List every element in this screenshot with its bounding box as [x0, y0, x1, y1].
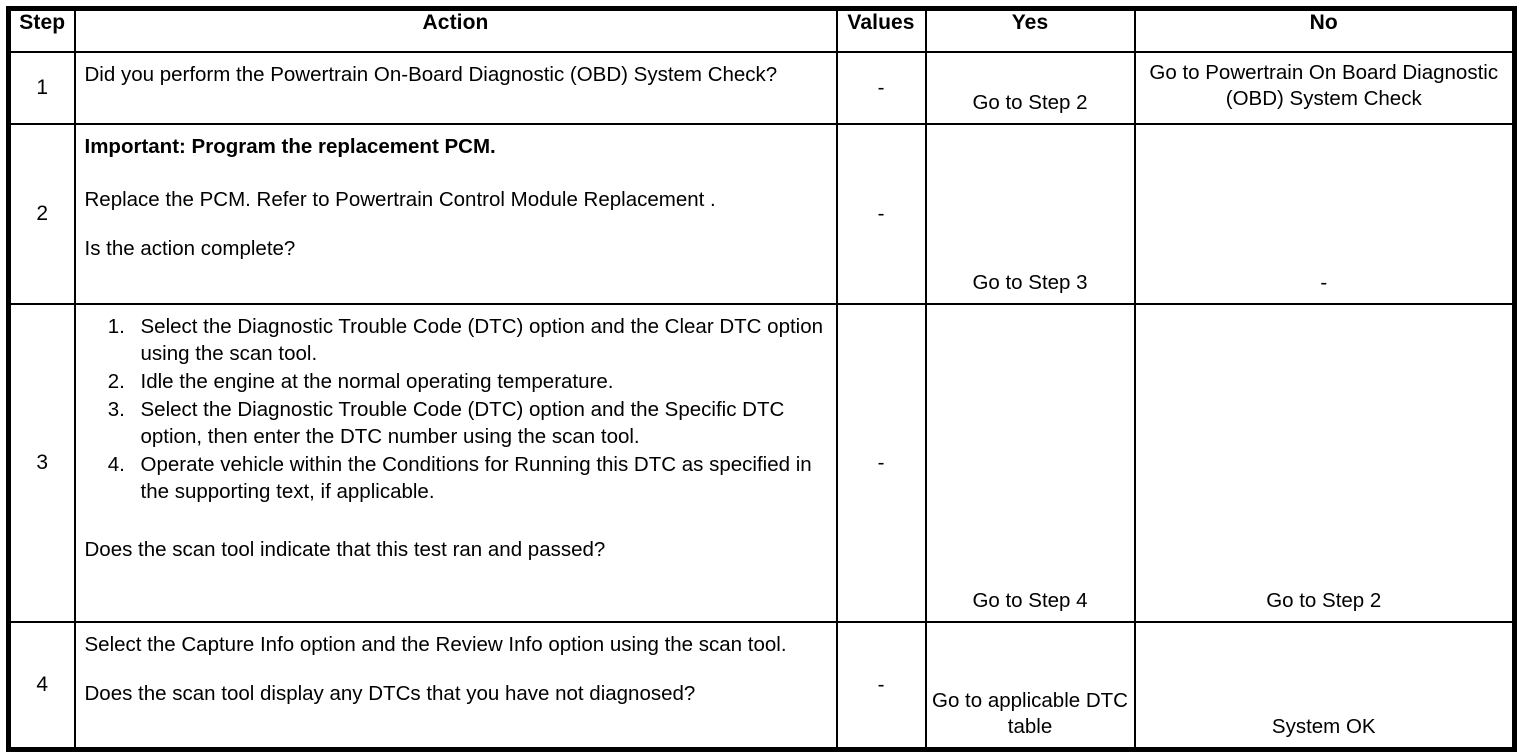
values-cell: -	[835, 621, 927, 751]
step-number: 1	[36, 76, 49, 100]
column-header-no: No	[1133, 7, 1516, 53]
no-action-text: Go to Step 2	[1266, 588, 1382, 612]
column-header-action: Action	[73, 7, 838, 53]
yes-cell: Go to Step 2	[924, 51, 1136, 125]
yes-cell: Go to Step 3	[924, 123, 1136, 305]
action-cell: Did you perform the Powertrain On-Board …	[73, 51, 838, 125]
no-cell: Go to Powertrain On Board Diagnostic (OB…	[1133, 51, 1516, 125]
action-cell: Select the Capture Info option and the R…	[73, 621, 838, 751]
yes-cell: Go to Step 4	[924, 303, 1136, 623]
step-number: 2	[36, 202, 49, 226]
spacer	[85, 160, 828, 186]
step-number: 3	[36, 451, 49, 475]
step-cell: 3	[7, 303, 76, 623]
table-body: 1 Did you perform the Powertrain On-Boar…	[7, 51, 1516, 751]
action-important-note: Important: Program the replacement PCM.	[84, 135, 496, 158]
no-action-text: System OK	[1271, 714, 1376, 738]
no-action-text: -	[1320, 270, 1328, 294]
values-cell: -	[835, 303, 927, 623]
table-row: 3 Select the Diagnostic Trouble Code (DT…	[7, 303, 1516, 623]
step-cell: 4	[7, 621, 76, 751]
diagnostic-procedure-table: Step Action Values Yes No 1 Did you perf…	[6, 6, 1517, 752]
no-action-text: Go to Powertrain On Board Diagnostic (OB…	[1149, 61, 1499, 111]
spacer	[85, 213, 828, 235]
header-row: Step Action Values Yes No	[7, 7, 1516, 53]
table-header: Step Action Values Yes No	[7, 7, 1516, 53]
action-question-text: Does the scan tool indicate that this te…	[84, 538, 606, 562]
step-cell: 1	[7, 51, 76, 125]
column-header-yes: Yes	[924, 7, 1136, 53]
values-text: -	[877, 202, 885, 226]
values-text: -	[877, 673, 885, 697]
list-item: Operate vehicle within the Conditions fo…	[131, 451, 828, 505]
action-body-text: Select the Capture Info option and the R…	[84, 633, 787, 656]
no-cell: Go to Step 2	[1133, 303, 1516, 623]
table-row: 2 Important: Program the replacement PCM…	[7, 123, 1516, 305]
list-item: Select the Diagnostic Trouble Code (DTC)…	[131, 396, 828, 450]
values-text: -	[877, 76, 885, 100]
list-item: Select the Diagnostic Trouble Code (DTC)…	[131, 313, 828, 367]
column-header-values: Values	[835, 7, 927, 53]
values-cell: -	[835, 51, 927, 125]
step-number: 4	[36, 673, 49, 697]
action-question-text: Is the action complete?	[84, 237, 296, 261]
action-cell: Important: Program the replacement PCM. …	[73, 123, 838, 305]
values-text: -	[877, 451, 885, 475]
action-body-text: Replace the PCM. Refer to Powertrain Con…	[84, 188, 716, 212]
table-row: 1 Did you perform the Powertrain On-Boar…	[7, 51, 1516, 125]
spacer	[85, 506, 828, 536]
no-cell: System OK	[1133, 621, 1516, 751]
step-cell: 2	[7, 123, 76, 305]
yes-cell: Go to applicable DTC table	[924, 621, 1136, 751]
yes-action-text: Go to Step 4	[972, 588, 1088, 612]
action-question-text: Does the scan tool display any DTCs that…	[84, 682, 696, 706]
action-ordered-list: Select the Diagnostic Trouble Code (DTC)…	[85, 313, 828, 506]
spacer	[85, 658, 828, 680]
action-text: Did you perform the Powertrain On-Board …	[84, 63, 778, 86]
table-row: 4 Select the Capture Info option and the…	[7, 621, 1516, 751]
yes-action-text: Go to Step 2	[972, 90, 1088, 114]
list-item: Idle the engine at the normal operating …	[131, 368, 828, 395]
action-cell: Select the Diagnostic Trouble Code (DTC)…	[73, 303, 838, 623]
yes-action-text: Go to Step 3	[972, 270, 1088, 294]
yes-action-text: Go to applicable DTC table	[932, 688, 1128, 738]
no-cell: -	[1133, 123, 1516, 305]
column-header-step: Step	[7, 7, 76, 53]
values-cell: -	[835, 123, 927, 305]
